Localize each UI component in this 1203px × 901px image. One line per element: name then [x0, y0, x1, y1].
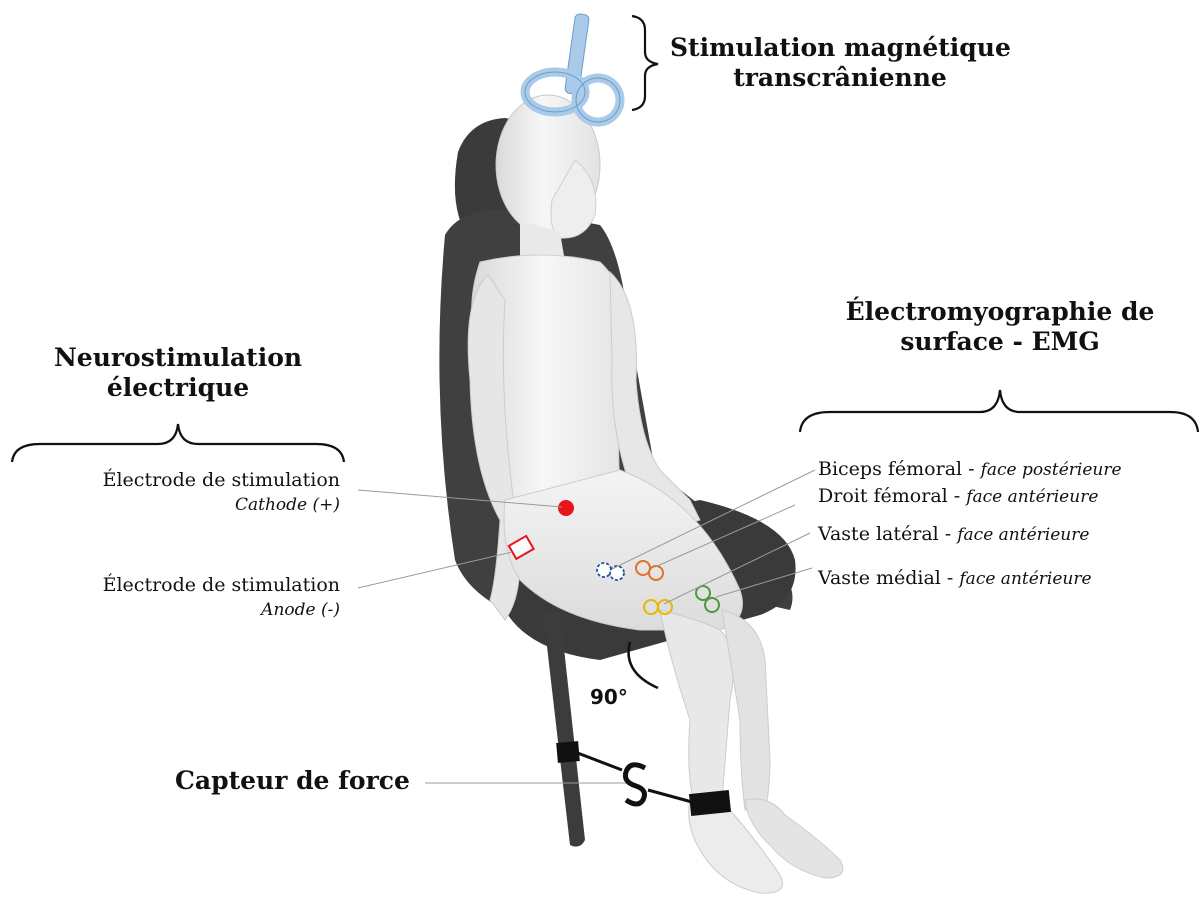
muscle-face: face antérieure: [957, 525, 1089, 545]
muscle-name: Vaste médial: [818, 567, 941, 589]
emg-muscle-3: Vaste médial - face antérieure: [818, 566, 1092, 591]
neuro-title: Neurostimulation électrique: [28, 343, 328, 403]
cathode-label-text: Électrode de stimulation: [20, 468, 340, 492]
muscle-sep: -: [962, 458, 981, 480]
cathode-label: Électrode de stimulation Cathode (+): [20, 468, 340, 517]
brace-tms: [632, 16, 658, 110]
emg-muscle-1: Droit fémoral - face antérieure: [818, 484, 1098, 509]
ankle-strap: [689, 790, 731, 816]
tms-coil: [525, 13, 620, 122]
tms-title-line1: Stimulation magnétique: [670, 33, 1010, 63]
anode-sub: Anode (-): [261, 600, 340, 620]
emg-title-line2: surface - EMG: [820, 327, 1180, 357]
lower-leg-near: [660, 610, 733, 820]
muscle-name: Droit fémoral: [818, 485, 948, 507]
brace-emg: [800, 390, 1198, 432]
tms-title-line2: transcrânienne: [670, 63, 1010, 93]
emg-muscle-0: Biceps fémoral - face postérieure: [818, 457, 1122, 482]
force-sensor: [575, 752, 692, 804]
neuro-title-line2: électrique: [28, 373, 328, 403]
muscle-sep: -: [939, 523, 958, 545]
force-label: Capteur de force: [175, 766, 410, 795]
anode-label-text: Électrode de stimulation: [20, 573, 340, 597]
brace-neuro: [12, 424, 344, 462]
muscle-face: face postérieure: [981, 460, 1122, 480]
cathode-sub: Cathode (+): [235, 495, 340, 515]
muscle-face: face antérieure: [959, 569, 1091, 589]
emg-title: Électromyographie de surface - EMG: [820, 297, 1180, 357]
muscle-sep: -: [948, 485, 967, 507]
muscle-face: face antérieure: [966, 487, 1098, 507]
neuro-title-line1: Neurostimulation: [28, 343, 328, 373]
muscle-sep: -: [941, 567, 960, 589]
angle-label: 90°: [590, 685, 628, 709]
muscle-name: Biceps fémoral: [818, 458, 962, 480]
emg-muscle-2: Vaste latéral - face antérieure: [818, 522, 1089, 547]
muscle-name: Vaste latéral: [818, 523, 939, 545]
tms-title: Stimulation magnétique transcrânienne: [670, 33, 1010, 93]
emg-title-line1: Électromyographie de: [820, 297, 1180, 327]
cathode-electrode: [558, 500, 574, 516]
anode-label: Électrode de stimulation Anode (-): [20, 573, 340, 622]
mannequin: [468, 95, 843, 893]
